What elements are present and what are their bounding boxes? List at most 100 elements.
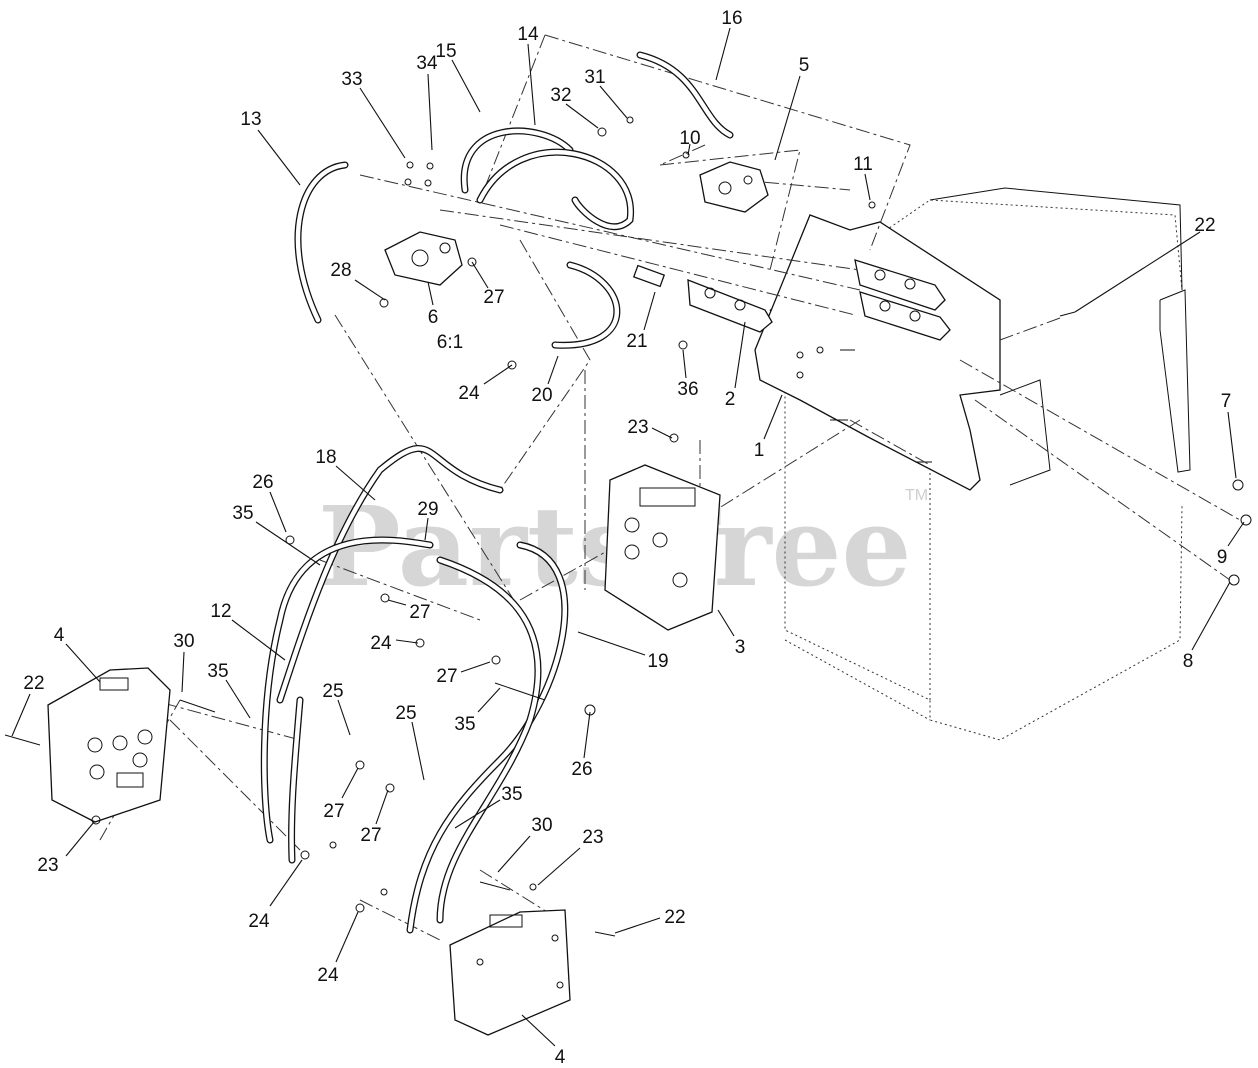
- callout-label-37: 27: [436, 666, 457, 687]
- callout-label-24: 7: [1221, 391, 1232, 412]
- callout-label-49: 23: [37, 855, 58, 876]
- callout-label-19: 24: [458, 383, 480, 404]
- callout-leader-5: [359, 87, 406, 159]
- fasteners: [4, 116, 1252, 937]
- callout-leader-25: [269, 491, 287, 533]
- callout-label-6: 31: [584, 67, 605, 88]
- callout-label-8: 10: [679, 128, 700, 149]
- callout-label-10: 13: [240, 109, 261, 130]
- callout-leader-3: [451, 59, 481, 113]
- fuse-blocks: [632, 259, 951, 341]
- motor-controllers: [47, 464, 721, 1036]
- callout-leader-43: [583, 711, 591, 759]
- callout-leader-51: [614, 917, 661, 934]
- callout-label-32: 24: [370, 633, 392, 654]
- callout-label-2: 14: [517, 24, 539, 45]
- callout-leader-42: [411, 721, 425, 781]
- projection-lines: [99, 34, 1241, 941]
- callout-label-7: 32: [550, 85, 571, 106]
- callout-leader-34: [1191, 581, 1231, 651]
- callout-label-20: 20: [531, 385, 552, 406]
- callout-label-25: 26: [252, 472, 273, 493]
- callout-leader-52: [335, 911, 359, 963]
- callout-label-30: 27: [409, 602, 430, 623]
- callout-label-12: 28: [330, 260, 351, 281]
- callout-label-18: 36: [677, 379, 698, 400]
- callout-leader-16: [643, 291, 656, 331]
- callout-leader-41: [477, 687, 501, 713]
- callout-leader-48: [537, 847, 581, 886]
- callout-leader-28: [1227, 521, 1245, 547]
- callout-label-38: 22: [23, 673, 44, 694]
- callout-label-31: 3: [735, 637, 746, 658]
- callout-label-17: 2: [725, 389, 736, 410]
- callout-leader-0: [715, 27, 731, 81]
- callout-label-42: 25: [395, 703, 416, 724]
- callout-leader-24: [1227, 411, 1237, 479]
- callout-label-48: 23: [582, 827, 603, 848]
- callout-label-9: 11: [853, 154, 873, 175]
- callout-leader-11: [1074, 231, 1201, 313]
- callout-label-14: 6: [428, 307, 439, 328]
- callout-label-29: 12: [210, 601, 231, 622]
- callout-leader-37: [460, 661, 491, 673]
- callout-label-52: 24: [317, 965, 339, 986]
- callout-label-5: 33: [341, 69, 362, 90]
- callout-leader-38: [11, 693, 31, 737]
- mounting-plate: [754, 214, 1001, 491]
- callout-label-40: 25: [322, 681, 343, 702]
- watermark-trademark: TM: [905, 487, 928, 504]
- callout-label-43: 26: [571, 759, 592, 780]
- callout-label-36: 30: [173, 631, 194, 652]
- callout-leader-44: [341, 767, 359, 799]
- callout-label-0: 16: [721, 8, 742, 29]
- callout-leader-13: [471, 261, 489, 289]
- callout-leader-20: [547, 355, 559, 385]
- callout-label-28: 9: [1217, 547, 1228, 568]
- callout-leader-7: [565, 103, 599, 129]
- callout-label-35: 4: [54, 625, 65, 646]
- callout-label-45: 35: [501, 784, 522, 805]
- callout-label-11: 22: [1194, 215, 1215, 236]
- callout-leader-26: [424, 517, 429, 541]
- callout-label-33: 19: [647, 651, 668, 672]
- callout-leader-21: [763, 394, 783, 440]
- callout-label-1: 5: [799, 55, 810, 76]
- callout-leader-50: [269, 859, 303, 907]
- callout-leader-6: [599, 85, 628, 119]
- callout-leader-49: [65, 821, 95, 857]
- callout-leader-31: [717, 609, 735, 637]
- callout-leader-9: [864, 173, 871, 201]
- callout-label-26: 29: [417, 499, 438, 520]
- callout-leader-46: [375, 789, 389, 825]
- callout-leader-17: [734, 321, 746, 389]
- callout-label-34: 8: [1183, 651, 1194, 672]
- callout-label-44: 27: [323, 801, 344, 822]
- callout-label-41: 35: [454, 714, 475, 735]
- callout-leader-32: [395, 639, 419, 644]
- callout-label-47: 30: [531, 815, 552, 836]
- callout-leader-22: [651, 427, 673, 439]
- callout-leader-14: [427, 281, 434, 306]
- callout-leader-10: [257, 129, 301, 186]
- callout-label-16: 21: [626, 331, 647, 352]
- callout-leader-12: [354, 279, 386, 301]
- callout-leader-27: [255, 521, 321, 566]
- callout-leader-33: [577, 631, 646, 656]
- callout-label-13: 27: [483, 287, 504, 308]
- callout-leader-36: [181, 651, 185, 693]
- callout-leader-47: [497, 835, 531, 873]
- callout-label-15: 6:1: [437, 332, 463, 353]
- callout-label-3: 15: [435, 41, 456, 62]
- callout-leader-2: [527, 43, 536, 126]
- callout-label-4: 34: [416, 53, 438, 74]
- callout-label-22: 23: [627, 417, 648, 438]
- callout-leaders: [11, 27, 1245, 1047]
- callout-leader-8: [687, 143, 691, 156]
- callout-label-46: 27: [360, 825, 381, 846]
- callout-leader-39: [225, 679, 251, 719]
- callout-label-39: 35: [207, 661, 228, 682]
- callout-label-27: 35: [232, 503, 253, 524]
